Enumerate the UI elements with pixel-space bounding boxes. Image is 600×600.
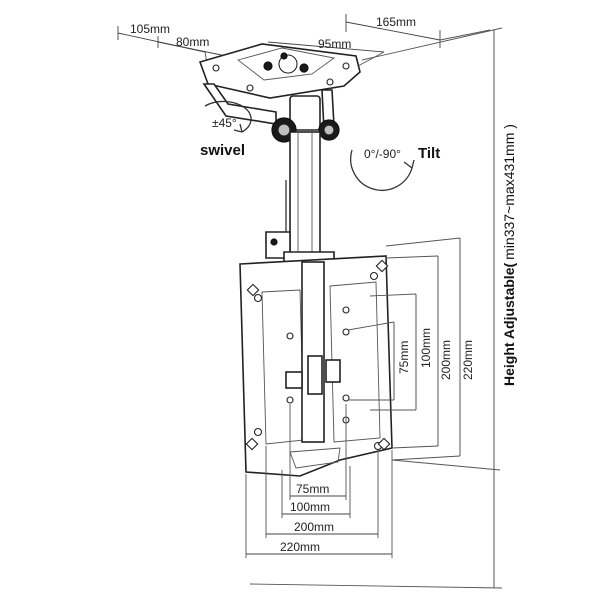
dim-label-h100: 100mm [290, 500, 330, 514]
dim-label-95: 95mm [318, 37, 351, 51]
height-range-text: min337~max431mm ) [501, 124, 517, 260]
dim-label-v220: 220mm [461, 340, 475, 380]
dim-label-v75: 75mm [397, 341, 411, 374]
ceiling-plate [198, 43, 361, 99]
top-dimension-lines [117, 14, 491, 71]
dim-label-h220: 220mm [280, 540, 320, 554]
dim-label-v100: 100mm [419, 328, 433, 368]
tilt-angle-label: 0°/-90° [364, 147, 401, 161]
dim-label-h75: 75mm [296, 482, 329, 496]
height-adjustable-label: Height Adjustable( min337~max431mm ) [501, 124, 517, 386]
swivel-label: swivel [200, 142, 245, 159]
swivel-angle-label: ±45° [212, 116, 237, 130]
dim-label-80: 80mm [176, 35, 209, 49]
vesa-plate [239, 255, 393, 477]
tilt-label: Tilt [418, 145, 440, 162]
tilt-indicator [350, 149, 415, 191]
height-label-text: Height Adjustable( [501, 263, 517, 386]
dim-label-v200: 200mm [439, 340, 453, 380]
height-dimension [249, 27, 503, 589]
swivel-indicator [204, 100, 252, 133]
telescopic-pole [265, 131, 335, 271]
vesa-horizontal-dimensions [245, 404, 393, 558]
dim-label-165: 165mm [376, 15, 416, 29]
dim-label-h200: 200mm [294, 520, 334, 534]
dim-label-105: 105mm [130, 22, 170, 36]
vesa-vertical-dimensions [347, 237, 461, 461]
hanger-arm [202, 83, 340, 143]
